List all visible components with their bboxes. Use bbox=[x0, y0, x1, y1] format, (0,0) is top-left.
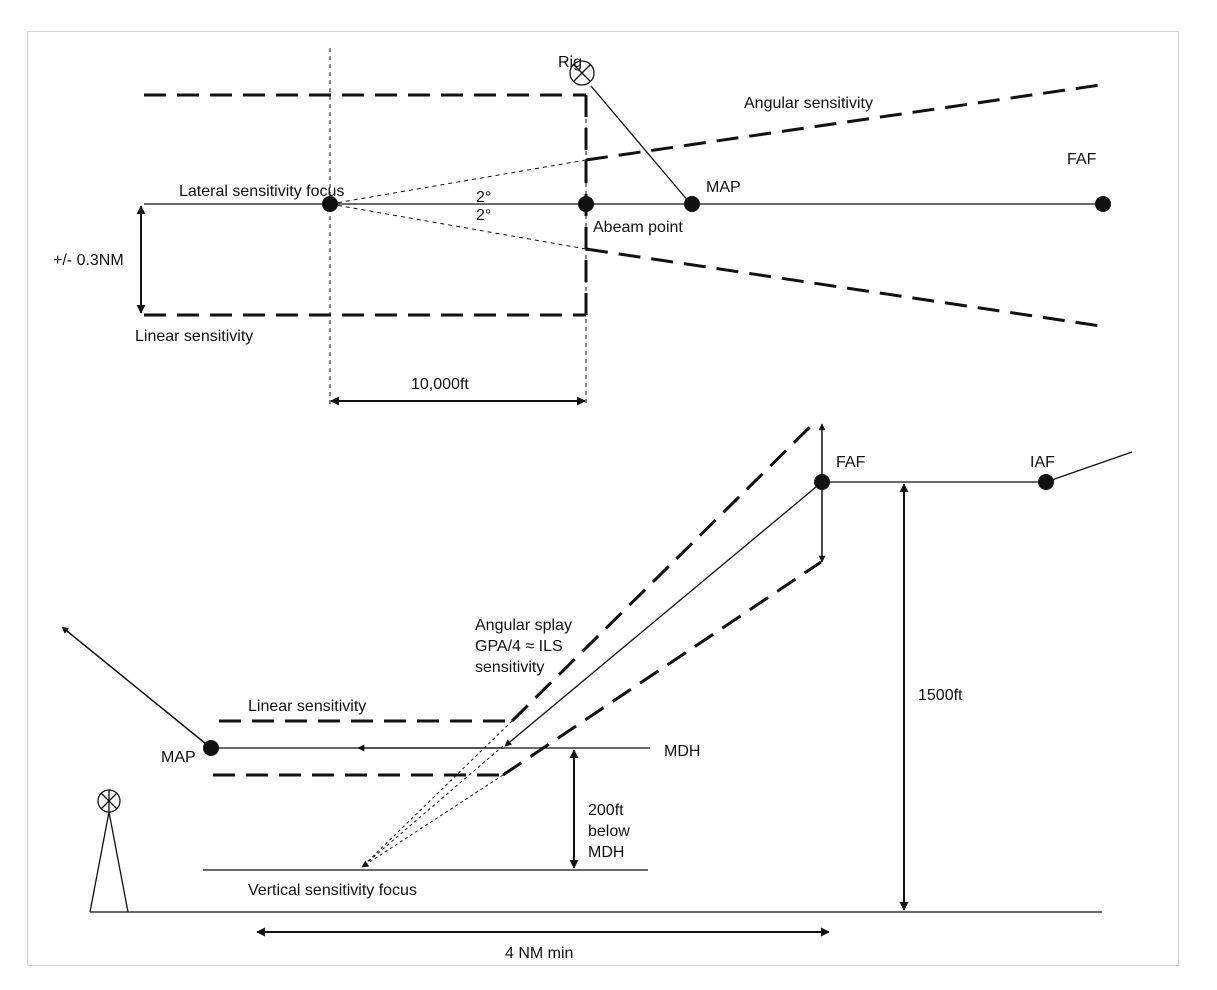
abeam-point bbox=[578, 196, 594, 212]
lateral-focus-label: Lateral sensitivity focus bbox=[179, 183, 344, 200]
angular-bound-upper bbox=[585, 82, 1108, 162]
diagram-frame bbox=[27, 31, 1179, 966]
angle-lower-label: 2° bbox=[476, 207, 491, 224]
angular-splay-line-2: GPA/4 ≈ ILS bbox=[475, 638, 563, 655]
glide-path bbox=[504, 481, 823, 747]
mdh-label: MDH bbox=[664, 743, 700, 760]
faf-label-plan: FAF bbox=[1067, 151, 1097, 168]
focus-ray-profile-1 bbox=[361, 720, 513, 868]
map-point bbox=[684, 196, 700, 212]
angle-upper-label: 2° bbox=[476, 189, 491, 206]
half-width-label: +/- 0.3NM bbox=[53, 252, 124, 269]
map-label-profile: MAP bbox=[161, 749, 196, 766]
angular-splay-line-1: Angular splay bbox=[475, 617, 572, 634]
iaf-label: IAF bbox=[1030, 454, 1055, 471]
map-point-profile bbox=[203, 740, 219, 756]
navaid-symbol-icon bbox=[569, 60, 595, 86]
angular-splay-lower bbox=[502, 560, 822, 777]
vertical-focus-label: Vertical sensitivity focus bbox=[248, 882, 417, 899]
distance-label: 4 NM min bbox=[505, 945, 573, 962]
rig-label: Rig bbox=[558, 54, 582, 71]
angular-bound-lower bbox=[585, 247, 1108, 329]
height-label: 1500ft bbox=[918, 687, 963, 704]
angular-splay-line-3: sensitivity bbox=[475, 659, 544, 676]
rig-to-map-line bbox=[590, 85, 690, 203]
faf-label-profile: FAF bbox=[836, 454, 866, 471]
linear-sensitivity-label-profile: Linear sensitivity bbox=[248, 698, 366, 715]
initial-segment bbox=[1045, 451, 1133, 483]
focus-ray-upper bbox=[329, 159, 587, 205]
focus-ray-profile-2 bbox=[361, 745, 504, 868]
below-mdh-line-2: below bbox=[588, 823, 630, 840]
plan-view bbox=[136, 48, 1111, 406]
navaid-tower-icon bbox=[89, 789, 129, 913]
focus-ray-profile-3 bbox=[361, 774, 504, 868]
plan-view-labels: Rig Angular sensitivity FAF Lateral sens… bbox=[53, 54, 1097, 393]
below-mdh-line-3: MDH bbox=[588, 844, 624, 861]
angular-splay-upper bbox=[510, 420, 817, 723]
profile-view-labels: FAF IAF Angular splay GPA/4 ≈ ILS sensit… bbox=[161, 454, 1055, 962]
focus-ray-lower bbox=[329, 203, 587, 250]
linear-sensitivity-label-plan: Linear sensitivity bbox=[135, 328, 253, 345]
missed-approach-arrow bbox=[61, 626, 212, 749]
below-mdh-line-1: 200ft bbox=[588, 802, 624, 819]
faf-point bbox=[1095, 196, 1111, 212]
faf-point-profile bbox=[814, 474, 830, 490]
abeam-point-label: Abeam point bbox=[593, 219, 683, 236]
iaf-point bbox=[1038, 474, 1054, 490]
focus-distance-label: 10,000ft bbox=[411, 376, 469, 393]
angular-sensitivity-label: Angular sensitivity bbox=[744, 95, 873, 112]
lateral-focus-point bbox=[322, 196, 338, 212]
profile-view bbox=[61, 420, 1133, 937]
map-label-plan: MAP bbox=[706, 179, 741, 196]
